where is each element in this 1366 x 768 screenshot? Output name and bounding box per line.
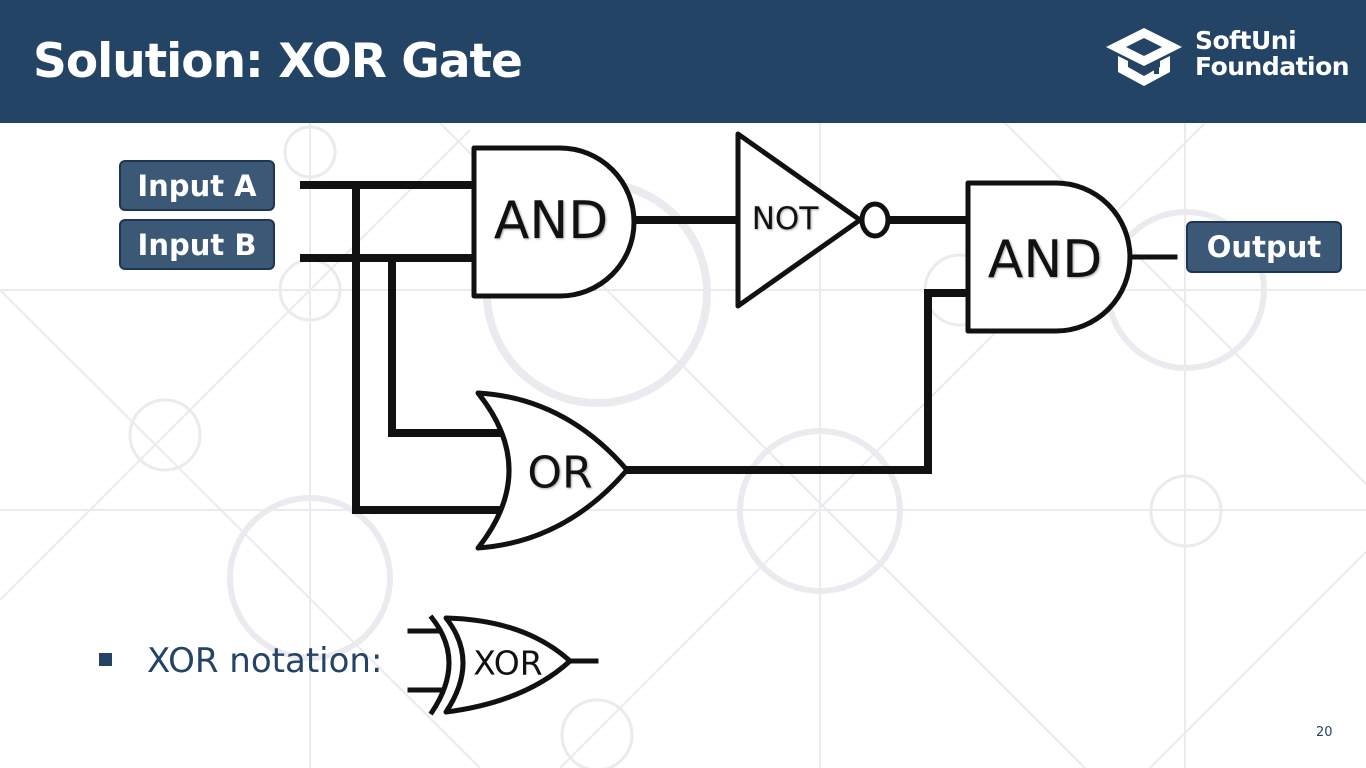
not-gate-shape	[735, 131, 863, 309]
and-gate-1-shape	[471, 145, 637, 299]
xor-gate-shape	[443, 615, 573, 715]
logo-line-2: Foundation	[1195, 52, 1350, 81]
wire-or-to-and	[623, 289, 972, 474]
and-gate-2-shape	[965, 180, 1133, 334]
input-a-box: Input A	[119, 160, 275, 211]
logo-line-1: SoftUni	[1195, 26, 1297, 55]
not-gate-label: NOT	[751, 201, 819, 237]
graduation-cap-icon	[1106, 28, 1182, 86]
and-gate-1-label: AND	[493, 191, 609, 251]
slide-title: Solution: XOR Gate	[33, 34, 523, 89]
logo-text: SoftUni Foundation	[1195, 26, 1350, 81]
not-gate-bubble	[859, 201, 891, 239]
softuni-logo: SoftUni Foundation	[1104, 26, 1354, 90]
input-b-box: Input B	[119, 219, 275, 270]
xor-notation-text: XOR notation:	[147, 641, 383, 681]
page-number: 20	[1316, 725, 1333, 740]
wire-branch-a-to-or	[352, 181, 510, 514]
or-gate-shape	[475, 390, 630, 551]
output-box: Output	[1186, 221, 1342, 273]
xor-extra-curve	[428, 614, 452, 716]
and-gate-2-label: AND	[987, 230, 1103, 290]
wire-branch-b-to-or	[388, 254, 510, 437]
or-gate-label: OR	[527, 447, 593, 499]
bullet-marker	[99, 653, 112, 666]
slide-header: Solution: XOR Gate SoftUni Foundation	[0, 0, 1366, 123]
xor-gate-label: XOR	[473, 643, 543, 683]
